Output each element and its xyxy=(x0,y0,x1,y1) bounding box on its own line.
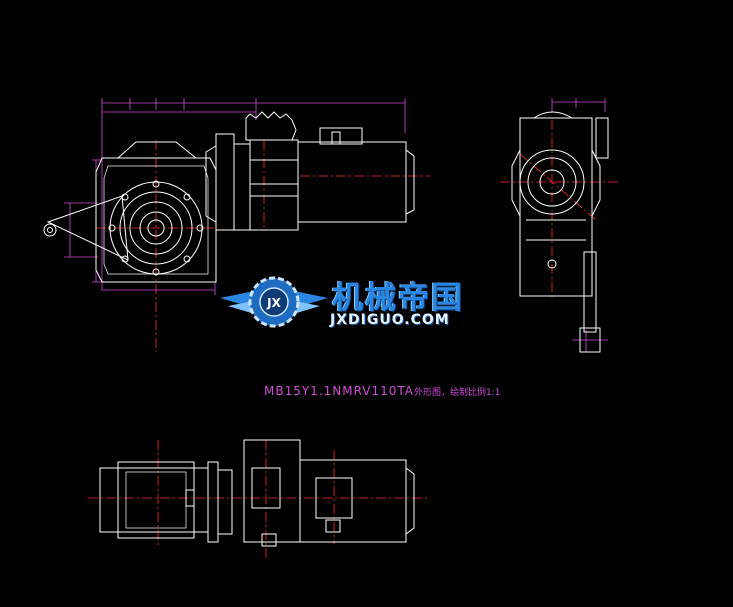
output-flange xyxy=(108,180,204,276)
side-housing xyxy=(519,117,593,297)
torque-arm xyxy=(46,195,129,261)
brand-name-en: JXDIGUO.COM xyxy=(330,312,450,328)
winged-gear-emblem-icon: JX xyxy=(220,276,328,328)
top-view xyxy=(88,439,428,560)
watermark-logo: JX 机械帝国 JXDIGUO.COM xyxy=(218,268,518,338)
drawing-caption: MB15Y1.1NMRV110TA外形图，绘制比例1:1 xyxy=(264,384,501,398)
top-gearbox xyxy=(99,467,209,533)
front-view-centerlines xyxy=(96,140,430,352)
torque-arm-eye xyxy=(43,223,57,237)
front-view xyxy=(43,98,430,352)
brake-handwheel xyxy=(245,111,299,231)
motor-adapter xyxy=(215,133,235,231)
top-motor xyxy=(299,459,407,543)
svg-text:JX: JX xyxy=(266,296,281,310)
top-view-centerlines xyxy=(88,440,428,560)
terminal-box xyxy=(319,127,363,145)
brand-name-cn: 机械帝国 xyxy=(332,280,464,316)
caption-scale-note: 外形图，绘制比例1:1 xyxy=(414,388,501,398)
gearbox-housing xyxy=(95,157,217,283)
side-view xyxy=(500,98,618,353)
motor-body xyxy=(297,141,407,223)
top-flange xyxy=(207,461,219,543)
caption-model: MB15Y1.1NMRV110TA xyxy=(264,384,415,398)
side-torque-arm xyxy=(583,251,597,333)
side-view-dimensions xyxy=(551,98,608,352)
